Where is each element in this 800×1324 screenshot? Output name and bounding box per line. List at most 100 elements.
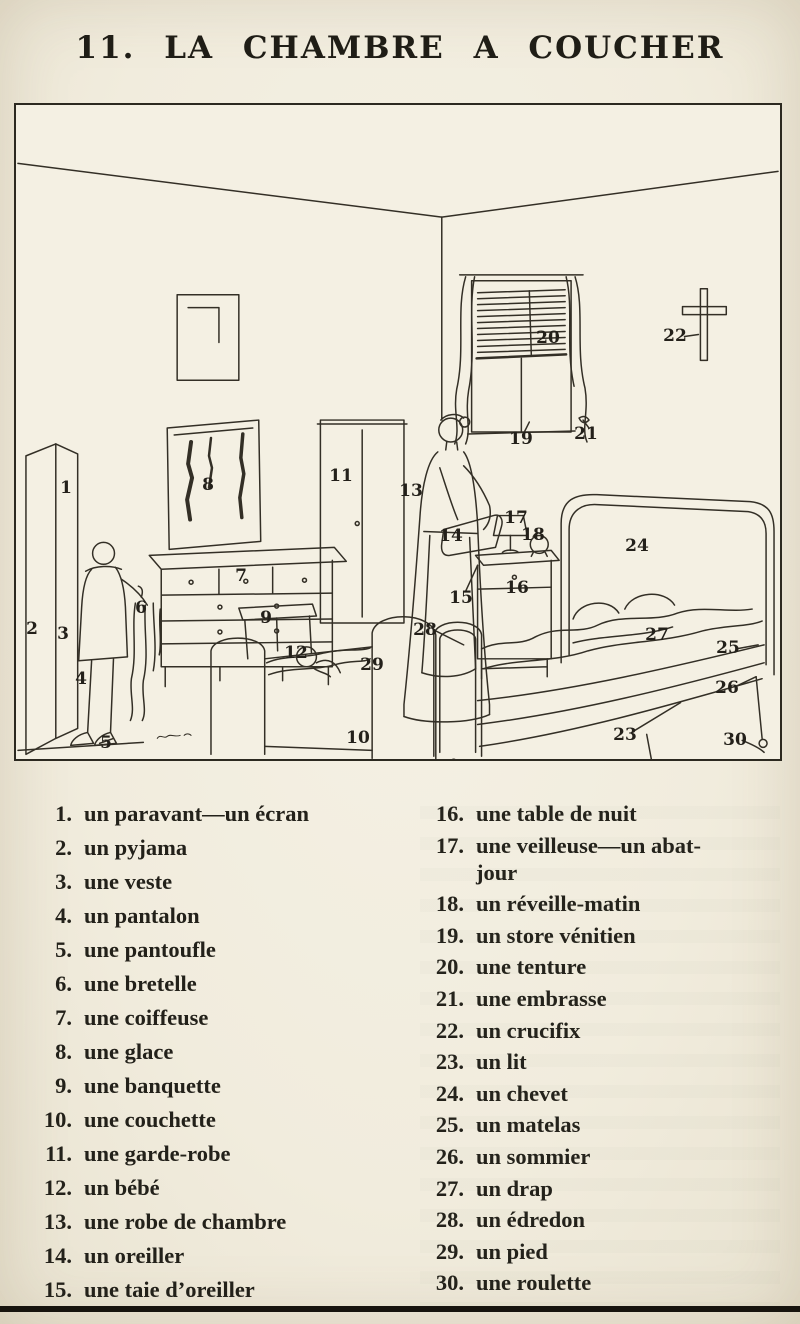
vocab-item-number: 19.: [435, 922, 464, 948]
vocab-item: 16.une table de nuit: [420, 800, 790, 827]
vocab-item: 9.une banquette: [28, 1072, 420, 1099]
vocab-item: 11.une garde-robe: [28, 1140, 420, 1167]
vocab-item-text: une coiffeuse: [84, 1005, 209, 1030]
vocab-item-number: 18.: [435, 891, 464, 917]
vocab-item-text: un bébé: [84, 1175, 160, 1200]
baby-figure: [295, 646, 342, 678]
vocab-item-text: une pantoufle: [84, 937, 216, 962]
picture-frame: [176, 293, 240, 382]
figure-label-8: 8: [202, 475, 214, 495]
vocab-item: 25.un matelas: [420, 1111, 790, 1138]
curtains: [453, 276, 590, 445]
vocabulary-column-right: 16.une table de nuit 17. une veilleuse—un …: [420, 800, 790, 1310]
vocab-item-number: 5.: [55, 937, 72, 962]
folding-screen: [25, 443, 79, 756]
figure-label-15: 15: [449, 588, 473, 608]
vocab-item-text: un pantalon: [84, 903, 200, 928]
vocab-item-text: une veilleuse—un abat-jour: [476, 832, 702, 885]
vocab-item-text: un drap: [476, 1175, 553, 1201]
vocab-item-text: un paravant—un écran: [84, 801, 310, 826]
vocab-item: 1.un paravant—un écran: [28, 800, 420, 827]
vocab-item: 2.un pyjama: [28, 834, 420, 861]
vocab-item-number: 7.: [55, 1005, 72, 1030]
vocab-item-text: un store vénitien: [476, 922, 636, 948]
vocab-item-text: un oreiller: [84, 1243, 185, 1268]
alarm-clock: [529, 532, 549, 558]
vocabulary-list: 1.un paravant—un écran 2.un pyjama 3. une v…: [28, 800, 790, 1310]
vocab-item-text: une table de nuit: [476, 801, 637, 826]
vocab-item: 21.une embrasse: [420, 985, 790, 1012]
vocab-item-text: une couchette: [84, 1107, 216, 1132]
bed: [433, 493, 775, 759]
vocab-item-text: un réveille-matin: [476, 891, 641, 917]
vocab-item: 13. une robe de chambre: [28, 1208, 420, 1235]
figure-label-12: 12: [284, 643, 308, 663]
vocab-item-number: 30.: [435, 1270, 464, 1296]
figure-label-20: 20: [536, 328, 560, 348]
figure-label-30: 30: [723, 730, 747, 750]
vocabulary-column-left: 1.un paravant—un écran 2.un pyjama 3. une v…: [28, 800, 420, 1310]
vocab-item: 5. une pantoufle: [28, 936, 420, 963]
vocab-item-text: un pied: [476, 1238, 548, 1264]
vocab-item-number: 17.: [435, 832, 464, 858]
night-table: [474, 549, 560, 680]
figure-label-7: 7: [235, 566, 247, 586]
vocab-item: 27.un drap: [420, 1175, 790, 1202]
vocab-item: 26.un sommier: [420, 1143, 790, 1170]
vocab-item-text: un crucifix: [476, 1017, 581, 1043]
mirror: [166, 419, 262, 551]
figure-label-22: 22: [663, 326, 687, 346]
figure-label-21: 21: [574, 424, 598, 444]
vocab-item-number: 15.: [43, 1277, 72, 1302]
vocab-item-number: 12.: [43, 1175, 72, 1200]
figure-label-10: 10: [346, 728, 370, 748]
vocab-item: 17. une veilleuse—un abat-jour: [420, 832, 790, 886]
vocab-item: 8.une glace: [28, 1038, 420, 1065]
vocab-item-text: un édredon: [476, 1207, 585, 1233]
crucifix: [681, 288, 728, 362]
vocab-item: 12. un bébé: [28, 1174, 420, 1201]
bedroom-illustration: [17, 162, 779, 759]
vocab-item-number: 3.: [55, 869, 72, 894]
vocab-item: 6.une bretelle: [28, 970, 420, 997]
vocab-item-text: une tenture: [476, 954, 587, 980]
figure-label-14: 14: [439, 526, 463, 546]
vocab-item-text: un chevet: [476, 1080, 568, 1106]
vocab-item-text: un matelas: [476, 1112, 581, 1138]
vocab-item-number: 22.: [435, 1017, 464, 1043]
figure-label-6: 6: [135, 598, 147, 618]
vocab-item-number: 10.: [43, 1107, 72, 1132]
vocab-item: 19. un store vénitien: [420, 922, 790, 949]
figure-label-16: 16: [505, 578, 529, 598]
vocab-item-text: une robe de chambre: [84, 1209, 287, 1234]
vocab-item: 7. une coiffeuse: [28, 1004, 420, 1031]
figure-label-13: 13: [399, 481, 423, 501]
room-walls: [17, 162, 779, 752]
vocab-item: 28. un édredon: [420, 1206, 790, 1233]
vocab-item: 3. une veste: [28, 868, 420, 895]
figure-label-11: 11: [329, 466, 353, 486]
figure-label-25: 25: [716, 638, 740, 658]
vocab-item-text: un lit: [476, 1049, 527, 1075]
figure-label-2: 2: [26, 619, 38, 639]
artist-signature: [156, 733, 192, 739]
vocab-item-text: une embrasse: [476, 985, 607, 1011]
vocab-item-number: 14.: [43, 1243, 72, 1268]
vocab-item-number: 24.: [435, 1080, 464, 1106]
vocab-item-number: 13.: [43, 1209, 72, 1234]
night-lamp: [492, 514, 529, 554]
vocab-item-number: 28.: [435, 1207, 464, 1233]
vocab-item: 24. un chevet: [420, 1080, 790, 1107]
vocab-item-number: 20.: [435, 954, 464, 980]
vocab-item: 15.une taie d’oreiller: [28, 1276, 420, 1303]
figure-label-19: 19: [509, 429, 533, 449]
vocab-item: 22. un crucifix: [420, 1017, 790, 1044]
vocab-item: 18. un réveille-matin: [420, 890, 790, 917]
man-figure: [69, 541, 162, 747]
vocab-item-text: une veste: [84, 869, 173, 894]
vocab-item: 14. un oreiller: [28, 1242, 420, 1269]
figure-label-17: 17: [504, 508, 528, 528]
